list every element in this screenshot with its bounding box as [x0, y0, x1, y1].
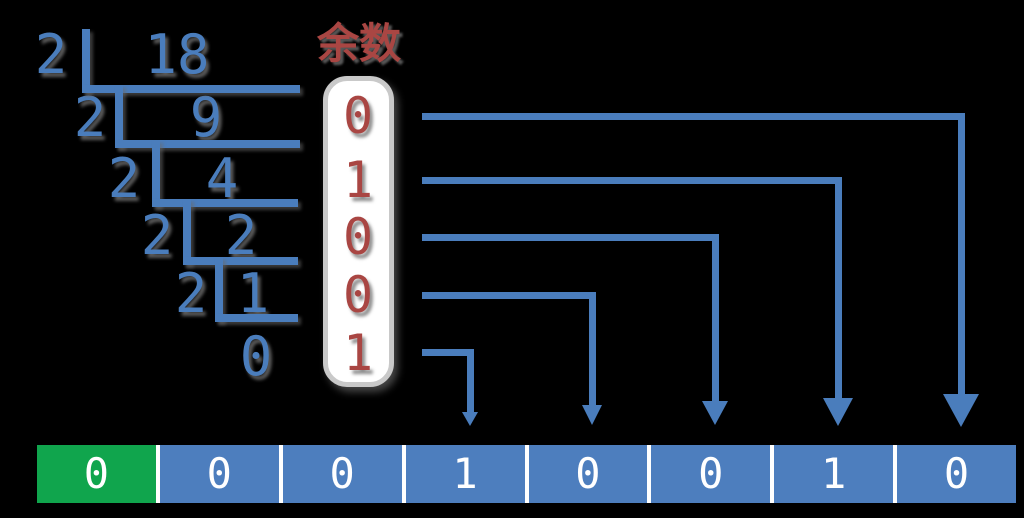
remainder-2: 0 [342, 208, 374, 266]
bit-cell-4: 0 [524, 445, 648, 503]
division-bracket-hline-2 [152, 199, 298, 207]
bit-cell-3: 1 [401, 445, 525, 503]
division-bracket-vline-3 [183, 199, 191, 265]
bit-cell-2: 0 [278, 445, 402, 503]
arrowhead-icon [462, 412, 478, 426]
remainder-1: 1 [342, 151, 374, 209]
remainder-0: 0 [342, 87, 374, 145]
ladder-row-3-divisor: 2 [140, 204, 174, 267]
ladder-final-quotient: 0 [239, 325, 273, 388]
ladder-row-2-dividend: 4 [205, 147, 239, 210]
remainder-3: 0 [342, 266, 374, 324]
ladder-row-4-divisor: 2 [174, 262, 208, 325]
division-bracket-vline-1 [115, 85, 123, 148]
division-bracket-vline-0 [82, 29, 90, 93]
arrowhead-icon [582, 405, 602, 425]
arrowhead-icon [702, 401, 728, 425]
bit-cell-1: 0 [155, 445, 279, 503]
division-bracket-vline-2 [152, 140, 160, 207]
ladder-row-0-divisor: 2 [34, 23, 68, 86]
division-bracket-hline-0 [82, 85, 300, 93]
ladder-row-4-dividend: 1 [236, 262, 270, 325]
bit-cell-0: 0 [37, 445, 156, 503]
ladder-row-1-dividend: 9 [189, 86, 223, 149]
division-bracket-hline-4 [215, 314, 298, 322]
ladder-row-3-dividend: 2 [224, 204, 258, 267]
arrowhead-icon [943, 394, 979, 427]
arrowhead-icon [823, 398, 853, 426]
ladder-row-1-divisor: 2 [73, 86, 107, 149]
remainder-4: 1 [342, 324, 374, 382]
binary-result-row: 0 0 0 1 0 0 1 0 [37, 445, 1016, 503]
remainder-column-title: 余数 [316, 19, 401, 68]
bit-cell-7: 0 [893, 445, 1016, 503]
ladder-row-0-dividend: 18 [144, 23, 210, 86]
ladder-row-2-divisor: 2 [107, 147, 141, 210]
division-bracket-vline-4 [215, 257, 223, 322]
division-bracket-hline-3 [183, 257, 298, 265]
bit-cell-6: 1 [770, 445, 894, 503]
bit-cell-5: 0 [647, 445, 771, 503]
remainder-box [323, 76, 394, 387]
division-bracket-hline-1 [115, 140, 300, 148]
